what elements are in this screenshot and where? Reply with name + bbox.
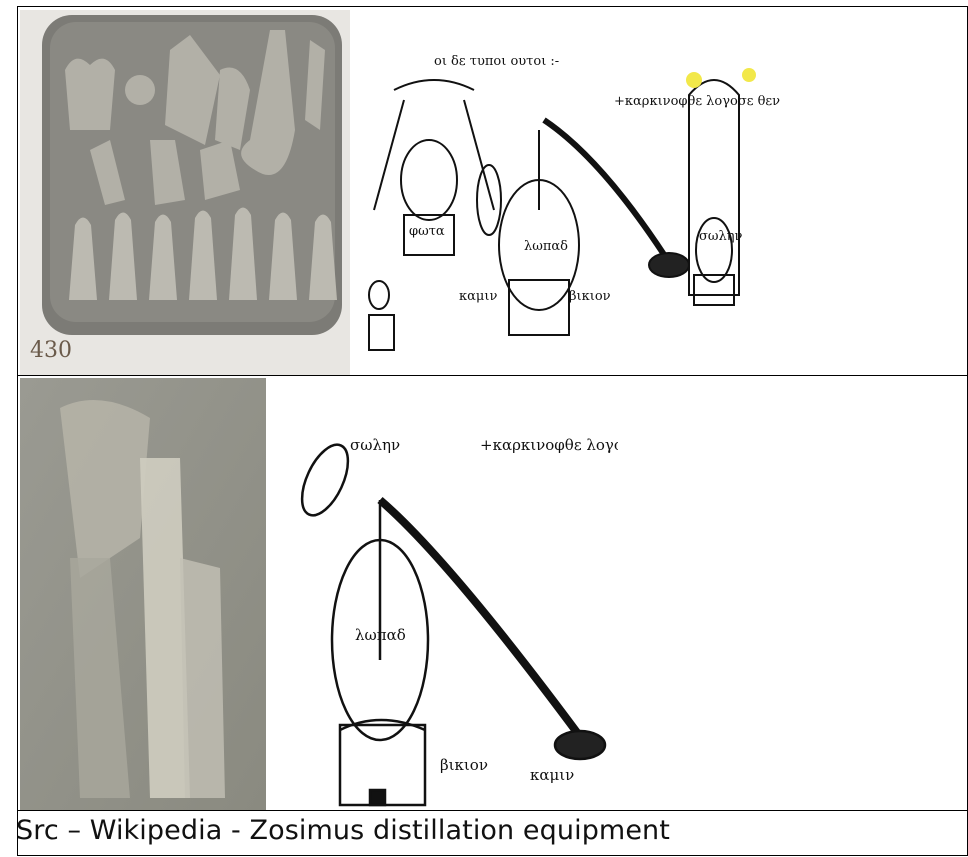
manuscript-drawing: οι δε τυποι ουτοι :- λωπαδ καμιν σωλην β… xyxy=(364,50,784,375)
closeup-label-top-right: +καρκινοφθε λογοσε θεν xyxy=(480,436,618,454)
label-top-right: +καρκινοφθε λογοσε θεν xyxy=(614,94,780,109)
row-divider-1 xyxy=(17,375,968,376)
label-phota: φωτα xyxy=(409,224,445,239)
manuscript-title: οι δε τυποι ουτοι :- xyxy=(434,54,559,69)
manuscript-closeup: σωλην λωπαδ βικιον καμιν +καρκινοφθε λογ… xyxy=(300,425,618,810)
closeup-label-kamin: καμιν xyxy=(530,766,574,784)
seal-figure-closeup xyxy=(20,378,266,810)
seal-number: 430 xyxy=(30,338,72,363)
seal-photo xyxy=(20,10,350,375)
label-solen: σωλην xyxy=(699,229,743,244)
row-divider-2 xyxy=(17,810,968,811)
closeup-label-bikion: βικιον xyxy=(440,756,488,774)
source-caption: Src – Wikipedia - Zosimus distillation e… xyxy=(16,815,670,846)
label-kamin: καμιν xyxy=(459,289,497,304)
closeup-label-lopas: λωπαδ xyxy=(355,626,406,644)
label-lopas: λωπαδ xyxy=(524,239,568,254)
label-bikion: βικιον xyxy=(569,289,611,304)
closeup-label-solen: σωλην xyxy=(350,436,400,454)
